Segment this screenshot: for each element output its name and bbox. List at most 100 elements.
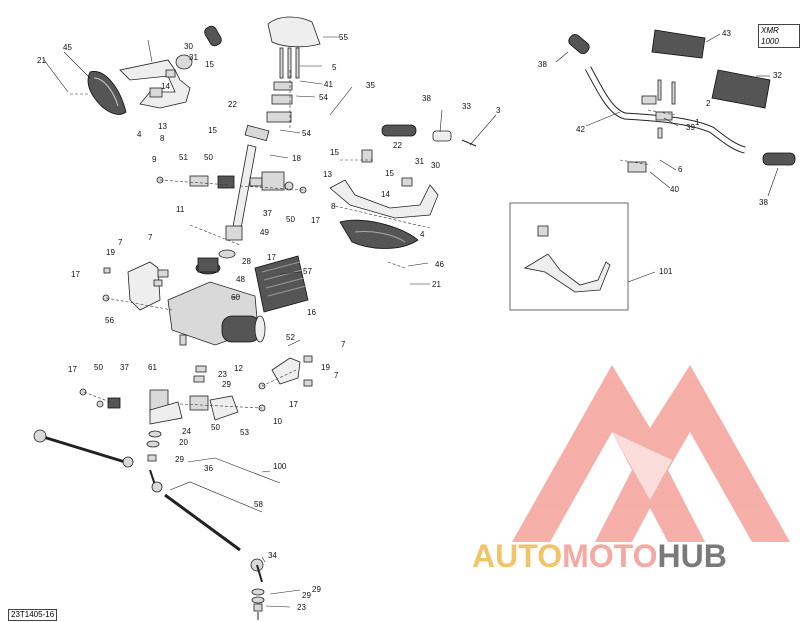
callout-7b: 7 — [148, 233, 153, 242]
power-steering-unit — [167, 255, 309, 346]
handlebar-right — [568, 29, 796, 173]
callout-58: 58 — [254, 500, 263, 509]
callout-13a: 13 — [158, 122, 167, 131]
callout-6: 6 — [678, 165, 683, 174]
callout-53: 53 — [240, 428, 249, 437]
watermark-emblem — [512, 365, 790, 542]
callout-101: 101 — [659, 267, 673, 276]
callout-28: 28 — [242, 257, 251, 266]
callout-33: 33 — [462, 102, 471, 111]
callout-17d: 17 — [68, 365, 77, 374]
callout-15c: 15 — [330, 148, 339, 157]
callout-29d: 29 — [302, 591, 311, 600]
callout-29c: 29 — [312, 585, 321, 594]
assembly-lines — [70, 70, 676, 409]
callout-21a: 21 — [37, 56, 46, 65]
steering-column — [218, 124, 270, 259]
callout-22a: 22 — [228, 100, 237, 109]
callout-4b: 4 — [420, 230, 425, 239]
callout-8b: 8 — [331, 202, 336, 211]
callout-20: 20 — [179, 438, 188, 447]
callout-numbers: 1 2 3 4 4 5 6 7 7 7 7 8 8 9 10 11 12 13 … — [37, 29, 782, 612]
left-bracket — [102, 261, 169, 311]
callout-54b: 54 — [302, 129, 311, 138]
callout-30b: 30 — [431, 161, 440, 170]
callout-45: 45 — [63, 43, 72, 52]
callout-48: 48 — [236, 275, 245, 284]
callout-17e: 17 — [289, 400, 298, 409]
callout-3: 3 — [496, 106, 501, 115]
tie-rods — [33, 429, 265, 620]
callout-1: 1 — [695, 118, 700, 127]
callout-19b: 19 — [321, 363, 330, 372]
callout-36: 36 — [204, 464, 213, 473]
handlebar-left — [204, 25, 477, 147]
callout-37b: 37 — [120, 363, 129, 372]
callout-38a: 38 — [422, 94, 431, 103]
callout-9: 9 — [152, 155, 157, 164]
callout-52: 52 — [286, 333, 295, 342]
watermark-moto: MOTO — [562, 538, 658, 574]
callout-30a: 30 — [184, 42, 193, 51]
handlebar-clamps — [266, 16, 321, 123]
steering-arm — [79, 365, 266, 462]
callout-35: 35 — [366, 81, 375, 90]
callout-60: 60 — [231, 293, 240, 302]
callout-38c: 38 — [759, 198, 768, 207]
inset-box — [509, 202, 629, 311]
callout-15d: 15 — [385, 169, 394, 178]
callout-55: 55 — [339, 33, 348, 42]
callout-8a: 8 — [160, 134, 165, 143]
callout-21b: 21 — [432, 280, 441, 289]
variant-label: XMR 1000 — [758, 24, 800, 48]
callout-42: 42 — [576, 125, 585, 134]
callout-43: 43 — [722, 29, 731, 38]
callout-57: 57 — [303, 267, 312, 276]
callout-17a: 17 — [311, 216, 320, 225]
callout-39: 39 — [686, 123, 695, 132]
callout-54a: 54 — [319, 93, 328, 102]
callout-50b: 50 — [286, 215, 295, 224]
callout-49: 49 — [260, 228, 269, 237]
callout-10: 10 — [273, 417, 282, 426]
callout-38b: 38 — [538, 60, 547, 69]
reference-code: 23T1405-16 — [8, 609, 58, 621]
callout-100: 100 — [273, 462, 287, 471]
callout-14b: 14 — [381, 190, 390, 199]
callout-14a: 14 — [161, 82, 170, 91]
callout-24: 24 — [182, 427, 191, 436]
callout-15b: 15 — [208, 126, 217, 135]
callout-56: 56 — [105, 316, 114, 325]
callout-50d: 50 — [211, 423, 220, 432]
callout-22b: 22 — [393, 141, 402, 150]
callout-23a: 23 — [218, 370, 227, 379]
callout-19a: 19 — [106, 248, 115, 257]
callout-12: 12 — [234, 364, 243, 373]
callout-51: 51 — [179, 153, 188, 162]
callout-16: 16 — [307, 308, 316, 317]
column-bushings — [156, 171, 307, 194]
callout-46: 46 — [435, 260, 444, 269]
callout-37a: 37 — [263, 209, 272, 218]
watermark-logo-text: AUTOMOTOHUB — [472, 538, 727, 574]
callout-50a: 50 — [204, 153, 213, 162]
callout-29b: 29 — [175, 455, 184, 464]
callout-50c: 50 — [94, 363, 103, 372]
left-handguard — [87, 39, 193, 115]
leader-lines — [43, 33, 779, 608]
callout-7d: 7 — [334, 371, 339, 380]
callout-7a: 7 — [118, 238, 123, 247]
callout-17c: 17 — [71, 270, 80, 279]
callout-13b: 13 — [323, 170, 332, 179]
right-handguard — [329, 149, 439, 249]
callout-2: 2 — [706, 99, 711, 108]
callout-23b: 23 — [297, 603, 306, 612]
callout-61: 61 — [148, 363, 157, 372]
callout-41: 41 — [324, 80, 333, 89]
callout-31a: 31 — [189, 53, 198, 62]
callout-17b: 17 — [267, 253, 276, 262]
callout-7c: 7 — [341, 340, 346, 349]
callout-34: 34 — [268, 551, 277, 560]
callout-31b: 31 — [415, 157, 424, 166]
